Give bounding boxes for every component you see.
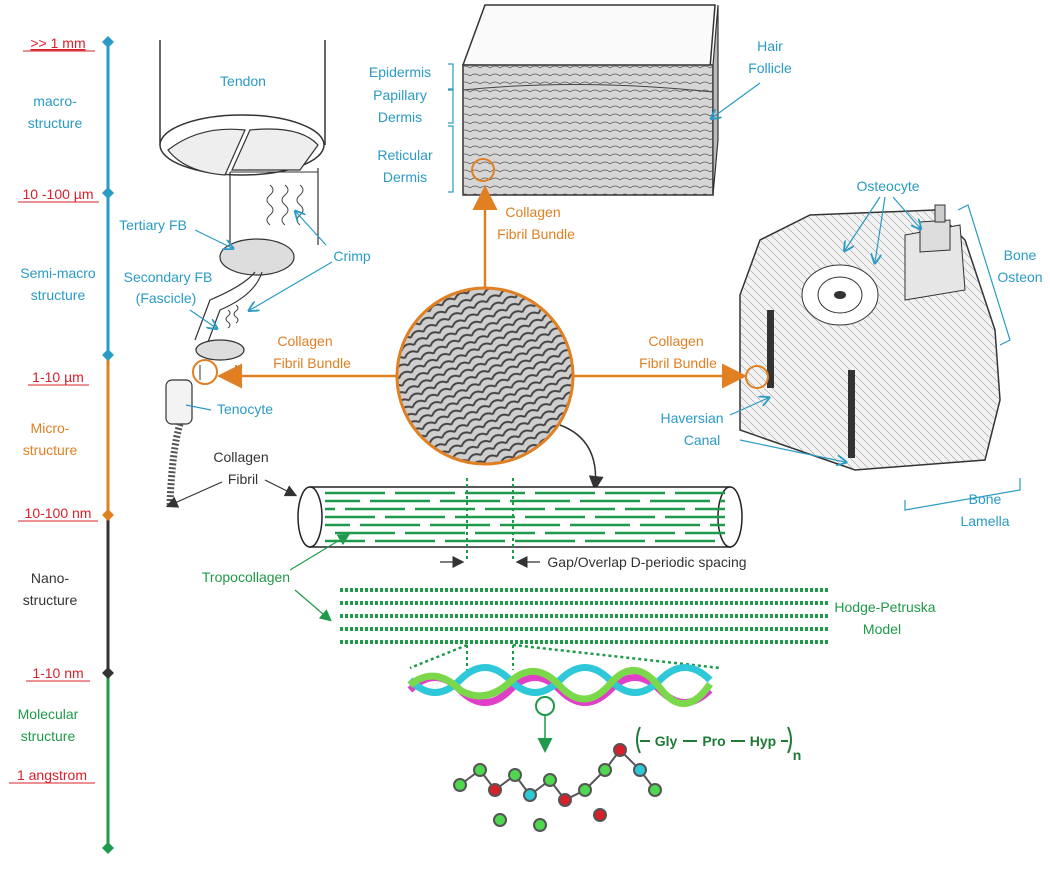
level-label: Semi-macro [20,265,96,281]
haversian-canal-label: Haversian [660,410,723,426]
collagen-bundle-label-bone: Collagen [648,333,703,349]
level-label: macro- [33,93,77,109]
scale-marker [102,349,114,361]
scale-marker [102,842,114,854]
fascicle-label: (Fascicle) [136,290,197,306]
hodge-petruska-label: Model [863,621,901,637]
level-label: structure [28,115,83,131]
formula-pro: Pro [702,733,725,749]
scale-tick-label: >> 1 mm [30,35,85,51]
formula-n: n [793,747,802,763]
bone-lamella-label: Bone [969,491,1002,507]
collagen-fibril-label: Collagen [213,449,268,465]
collagen-bundle-label-skin: Fibril Bundle [497,226,575,242]
papillary-dermis-label: Papillary [373,87,427,103]
tendon-label: Tendon [220,73,266,89]
scale-bar: >> 1 mm 10 -100 µm 1-10 µm 10-100 nm 1-1… [9,35,114,854]
reticular-dermis-label: Dermis [383,169,427,185]
gly-pro-hyp-formula: Gly Pro Hyp n [636,726,802,763]
hair-follicle-label: Hair [757,38,783,54]
scale-marker [102,36,114,48]
hodge-petruska-model [340,588,830,644]
scale-tick-label: 1-10 nm [32,665,83,681]
scale-marker [102,187,114,199]
crimp-label: Crimp [333,248,371,264]
tendon-illustration [159,40,326,506]
collagen-bundle-label-tendon: Collagen [277,333,332,349]
papillary-dermis-label: Dermis [378,109,422,125]
epidermis-label: Epidermis [369,64,431,80]
level-label: structure [23,592,78,608]
scale-tick-label: 1-10 µm [32,369,84,385]
bone-osteon-label: Osteon [997,269,1042,285]
scale-tick-label: 10 -100 µm [22,186,93,202]
skin-illustration [461,4,719,196]
level-label: Micro- [31,420,70,436]
scale-tick-label: 1 angstrom [17,767,87,783]
tertiary-fb-label: Tertiary FB [119,217,187,233]
formula-gly: Gly [655,733,678,749]
tenocyte-label: Tenocyte [217,401,273,417]
collagen-bundle-label-skin: Collagen [505,204,560,220]
collagen-fibril-cylinder [297,478,743,560]
formula-hyp: Hyp [750,733,776,749]
collagen-bundle-label-bone: Fibril Bundle [639,355,717,371]
collagen-fibril-label: Fibril [228,471,258,487]
level-label: Molecular [18,706,79,722]
secondary-fb-label: Secondary FB [124,269,213,285]
tropocollagen-label: Tropocollagen [202,569,290,585]
scale-marker [102,667,114,679]
level-label: structure [21,728,76,744]
gap-overlap-label: Gap/Overlap D-periodic spacing [547,554,746,570]
level-label: Nano- [31,570,69,586]
osteocyte-label: Osteocyte [856,178,919,194]
hodge-petruska-label: Hodge-Petruska [834,599,935,615]
hair-follicle-label: Follicle [748,60,792,76]
fibril-bundle-micrograph [368,259,602,493]
haversian-canal-label: Canal [684,432,721,448]
level-label: structure [23,442,78,458]
bone-osteon-label: Bone [1004,247,1037,263]
gly-pro-hyp-molecule [453,743,662,832]
level-label: structure [31,287,86,303]
reticular-dermis-label: Reticular [377,147,433,163]
collagen-bundle-label-tendon: Fibril Bundle [273,355,351,371]
scale-marker [102,509,114,521]
bone-illustration [739,204,1001,471]
bone-lamella-label: Lamella [960,513,1009,529]
scale-tick-label: 10-100 nm [25,505,92,521]
triple-helix [407,664,713,707]
